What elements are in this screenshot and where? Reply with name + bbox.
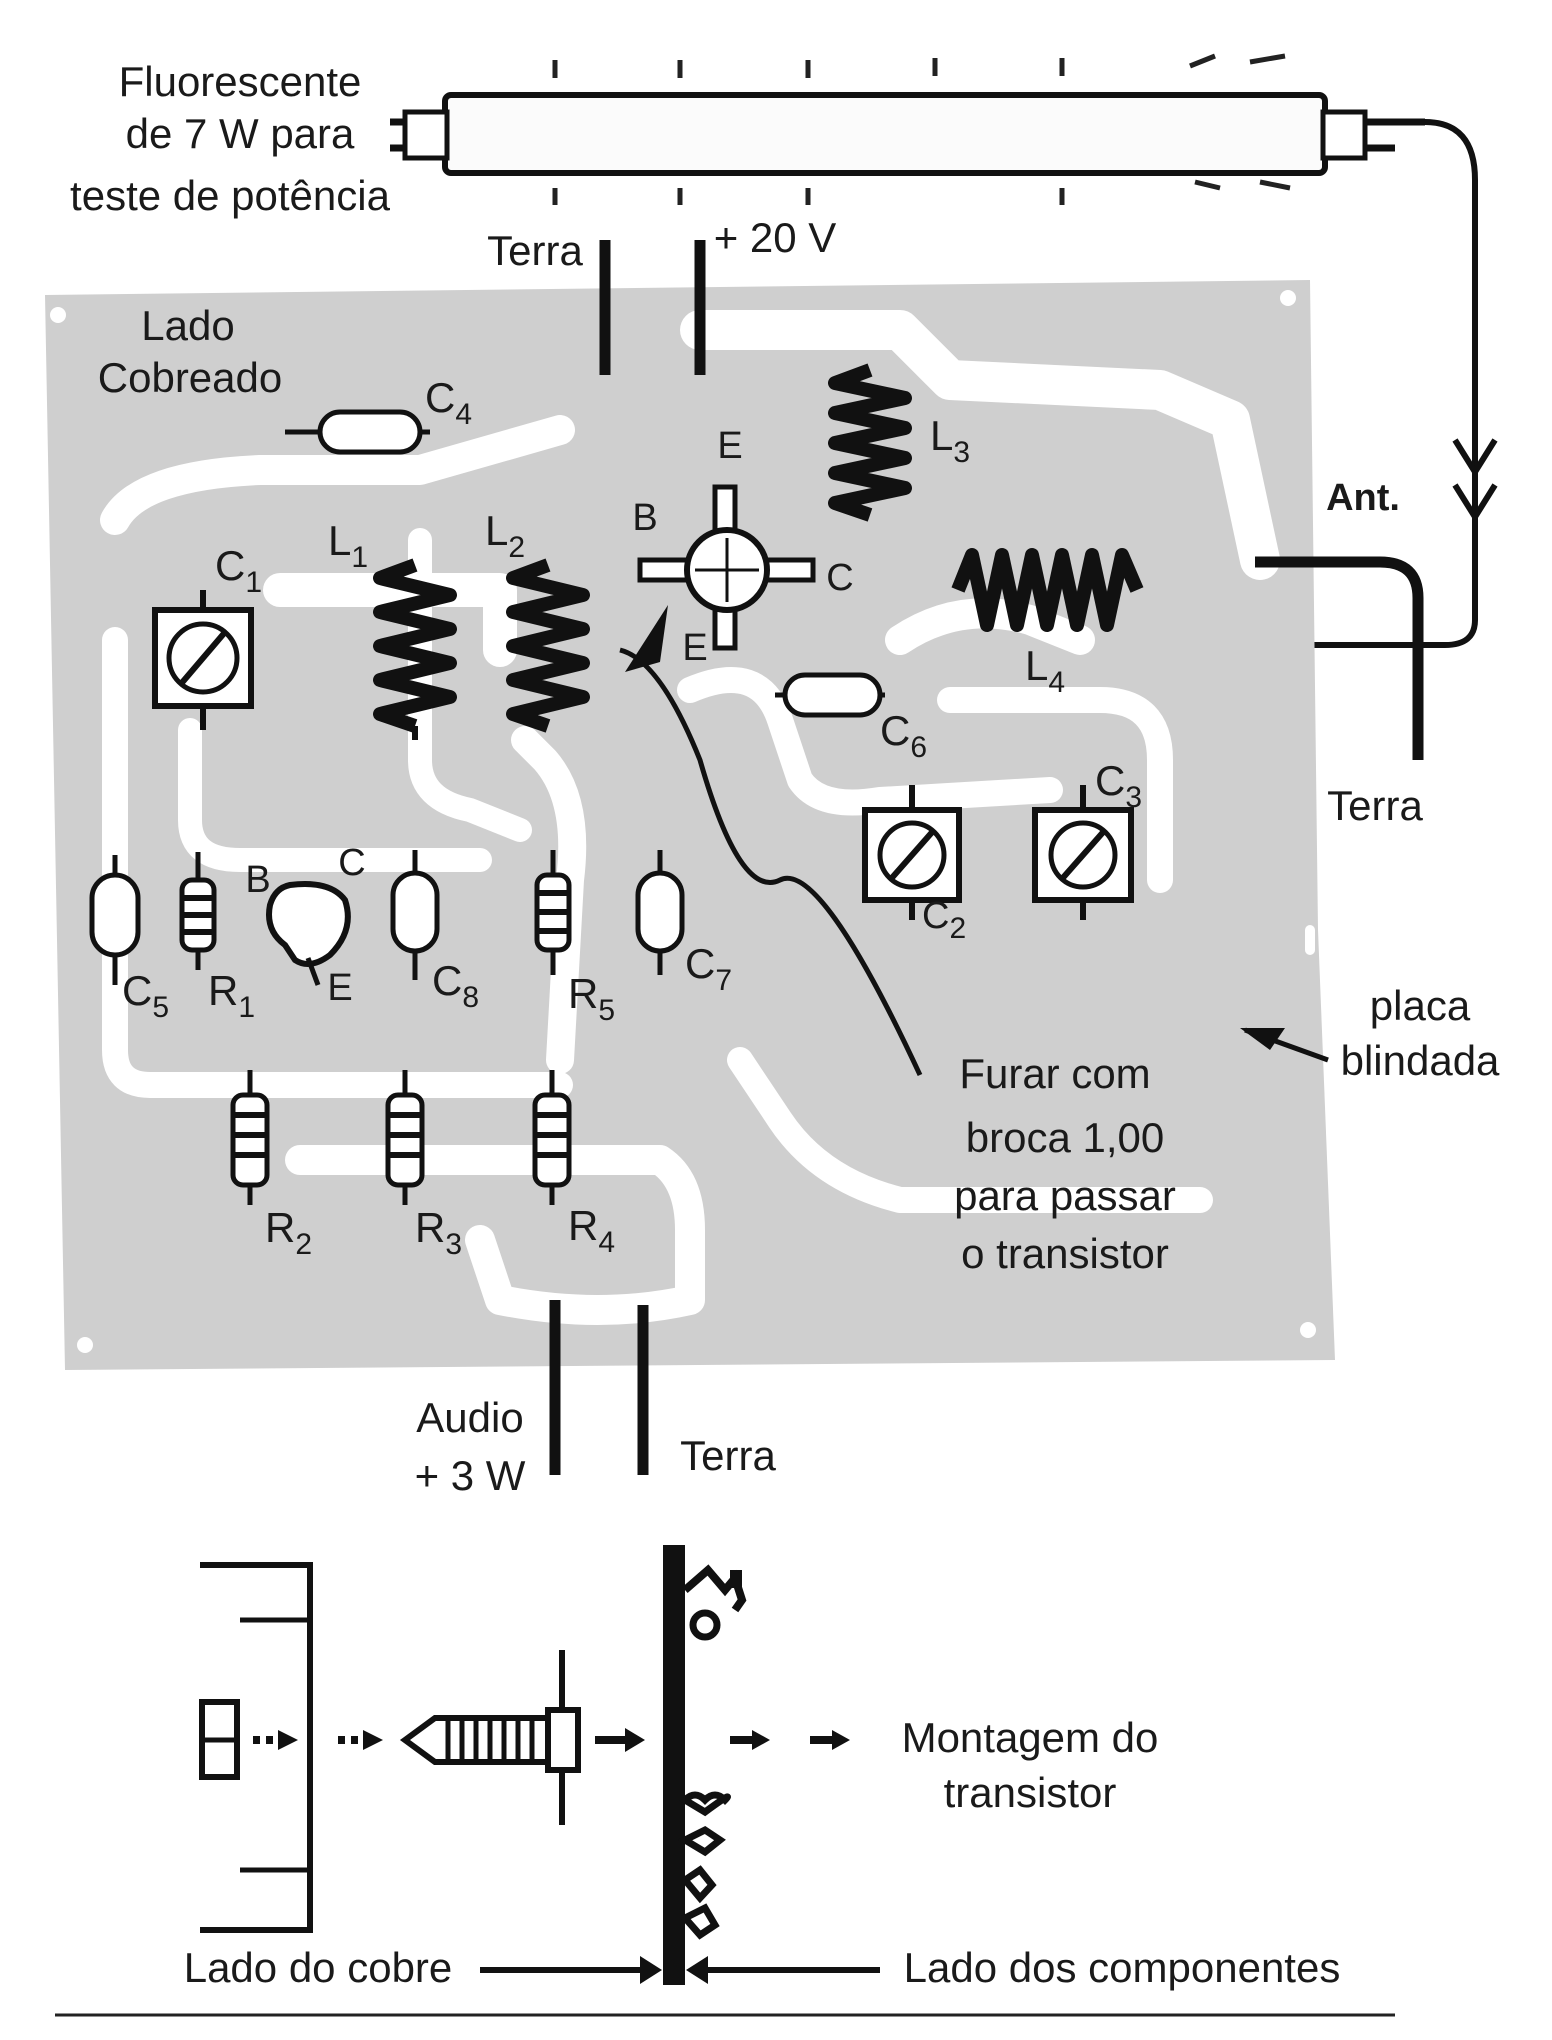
supply-label: + 20 V — [714, 214, 837, 261]
mounting-title-line-1: Montagem do — [902, 1714, 1159, 1761]
resistor-r3 — [385, 1070, 425, 1205]
driver-transistor-pin-b: B — [245, 859, 270, 901]
trimmer-capacitor-c3 — [1032, 785, 1134, 920]
drill-pointer-arrowhead — [625, 605, 668, 672]
lamp-caption-line-2: de 7 W para — [126, 110, 355, 157]
coil-l4 — [951, 548, 1144, 632]
c4-label: C4 — [425, 374, 472, 431]
mounting-detail — [55, 1545, 1395, 2017]
drill-pointer-line — [619, 647, 923, 1077]
shield-pointer-arrowhead — [1240, 1028, 1285, 1050]
c5-label: C5 — [122, 967, 169, 1024]
capacitor-c4 — [285, 409, 430, 455]
copper-side-label-line-2: Cobreado — [98, 354, 282, 401]
drill-note-line-4: o transistor — [961, 1230, 1169, 1277]
driver-transistor-pin-c: C — [338, 842, 365, 884]
rf-transistor-pin-b: B — [632, 497, 657, 539]
c1-label: C1 — [215, 542, 262, 599]
l3-label: L3 — [930, 412, 970, 469]
resistor-r2 — [230, 1070, 270, 1205]
drill-note-line-3: para passar — [954, 1172, 1176, 1219]
rf-transistor-pin-c: C — [826, 557, 853, 599]
shield-label-line-2: blindada — [1341, 1037, 1500, 1084]
capacitor-c5 — [89, 855, 141, 985]
coil-l3 — [828, 363, 912, 522]
resistor-r4 — [532, 1070, 572, 1205]
trimmer-capacitor-c1 — [152, 590, 254, 730]
resistor-r1 — [179, 852, 217, 970]
antenna-lead — [1255, 470, 1478, 648]
drill-note-line-2: broca 1,00 — [966, 1114, 1164, 1161]
copper-side-caption: Lado do cobre — [184, 1944, 453, 1991]
glow-marks — [552, 53, 1291, 205]
shield-label-line-1: placa — [1370, 982, 1471, 1029]
l2-label: L2 — [485, 507, 525, 564]
fluorescent-lamp — [390, 53, 1425, 205]
coil-l1 — [373, 558, 457, 740]
l4-label: L4 — [1025, 642, 1065, 699]
r3-label: R3 — [415, 1204, 462, 1261]
r1-label: R1 — [208, 967, 255, 1024]
copper-side-label-line-1: Lado — [141, 302, 234, 349]
lamp-to-antenna-wire — [1424, 119, 1478, 470]
ground-right-label: Terra — [1327, 782, 1423, 829]
audio-label-line-2: + 3 W — [415, 1452, 526, 1499]
ground-bottom-label: Terra — [680, 1432, 776, 1479]
coil-l2 — [506, 558, 590, 733]
lamp-caption-line-1: Fluorescente — [119, 58, 362, 105]
antenna-label: Ant. — [1326, 477, 1400, 519]
c7-label: C7 — [685, 940, 732, 997]
ground-top-label: Terra — [487, 227, 583, 274]
lamp-caption-line-3: teste de potência — [70, 172, 391, 219]
assembly-arrows — [253, 1728, 850, 1752]
component-side-caption: Lado dos componentes — [904, 1944, 1341, 1991]
rf-transistor — [637, 484, 816, 651]
mounting-title-line-2: transistor — [944, 1769, 1117, 1816]
c2-label: C2 — [922, 895, 966, 945]
capacitor-c7 — [635, 850, 685, 975]
isolation-channels — [100, 310, 1315, 1325]
rf-transistor-pin-e-bottom: E — [682, 627, 707, 669]
r2-label: R2 — [265, 1204, 312, 1261]
driver-transistor — [266, 881, 351, 986]
resistor-r5 — [534, 850, 572, 975]
trimmer-capacitor-c2 — [862, 785, 962, 920]
antenna-terminal — [1255, 556, 1424, 760]
capacitor-c6 — [775, 672, 885, 718]
pcb-board — [45, 280, 1335, 1370]
c8-label: C8 — [432, 957, 479, 1014]
capacitor-c8 — [390, 850, 440, 980]
r4-label: R4 — [568, 1202, 615, 1259]
l1-label: L1 — [328, 517, 368, 574]
c3-label: C3 — [1095, 757, 1142, 814]
c6-label: C6 — [880, 707, 927, 764]
rf-transistor-pin-e-top: E — [717, 425, 742, 467]
driver-transistor-pin-e: E — [327, 967, 352, 1009]
drill-note-line-1: Furar com — [959, 1050, 1150, 1097]
r5-label: R5 — [568, 970, 615, 1027]
audio-label-line-1: Audio — [416, 1394, 523, 1441]
